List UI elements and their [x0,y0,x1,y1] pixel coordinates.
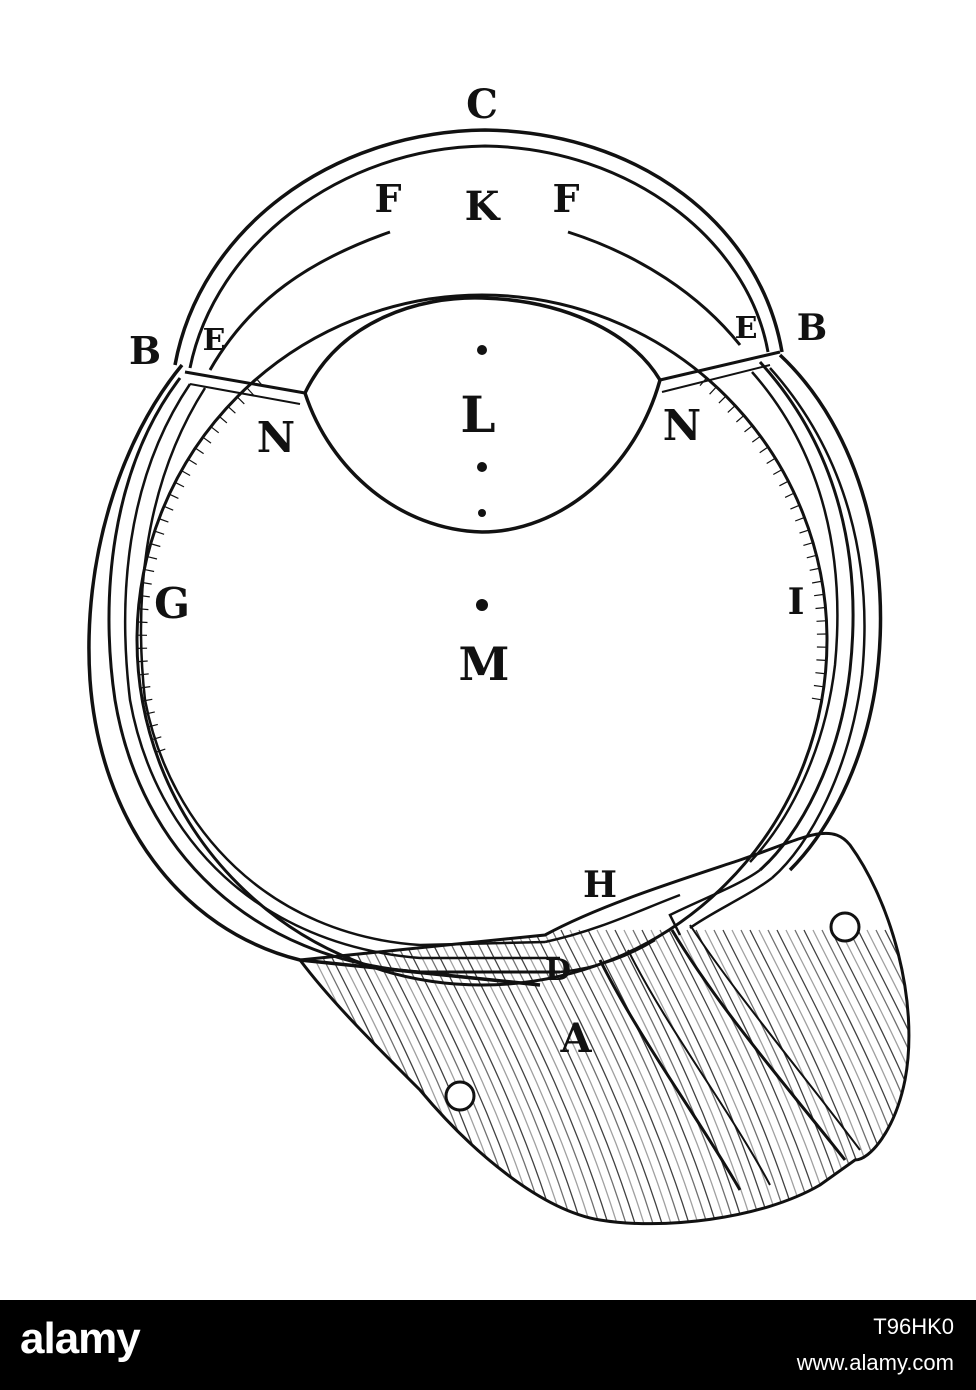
label-e-right: E [735,311,758,346]
label-a: A [559,1015,592,1062]
site-url-text: www.alamy.com [796,1350,954,1375]
marker-o-right [829,911,861,943]
label-f-right: F [553,176,580,221]
label-n-left: N [257,413,295,462]
diagram-labels: C F K F B E E B N L N G I M H D A [129,81,827,1062]
eyeball-outer-coat [87,128,883,987]
optic-nerve-tissue [297,831,911,1226]
label-c: C [466,81,498,128]
eye-diagram: C F K F B E E B N L N G I M H D A [87,81,911,1226]
label-g: G [154,579,190,628]
label-b-right: B [797,307,827,349]
alamy-logo: alamy [20,1314,141,1363]
label-n-right: N [663,401,701,450]
label-k: K [465,183,501,230]
label-f-left: F [375,176,402,221]
o-markers [444,911,861,1112]
label-h: H [583,864,617,906]
image-id-text: T96HK0 [873,1314,954,1339]
label-b-left: B [129,328,161,373]
label-m: M [459,637,510,691]
axis-points [476,345,488,611]
marker-o-left [444,1080,476,1112]
eye-wall-layers [107,293,866,987]
label-e-left: E [203,323,226,358]
iris-and-lens [184,230,781,534]
retina-layer [137,378,826,753]
stock-footer-bar: alamy T96HK0 www.alamy.com [0,1300,976,1390]
label-d: D [545,953,571,988]
label-i: I [788,581,805,623]
label-l: L [460,385,495,444]
